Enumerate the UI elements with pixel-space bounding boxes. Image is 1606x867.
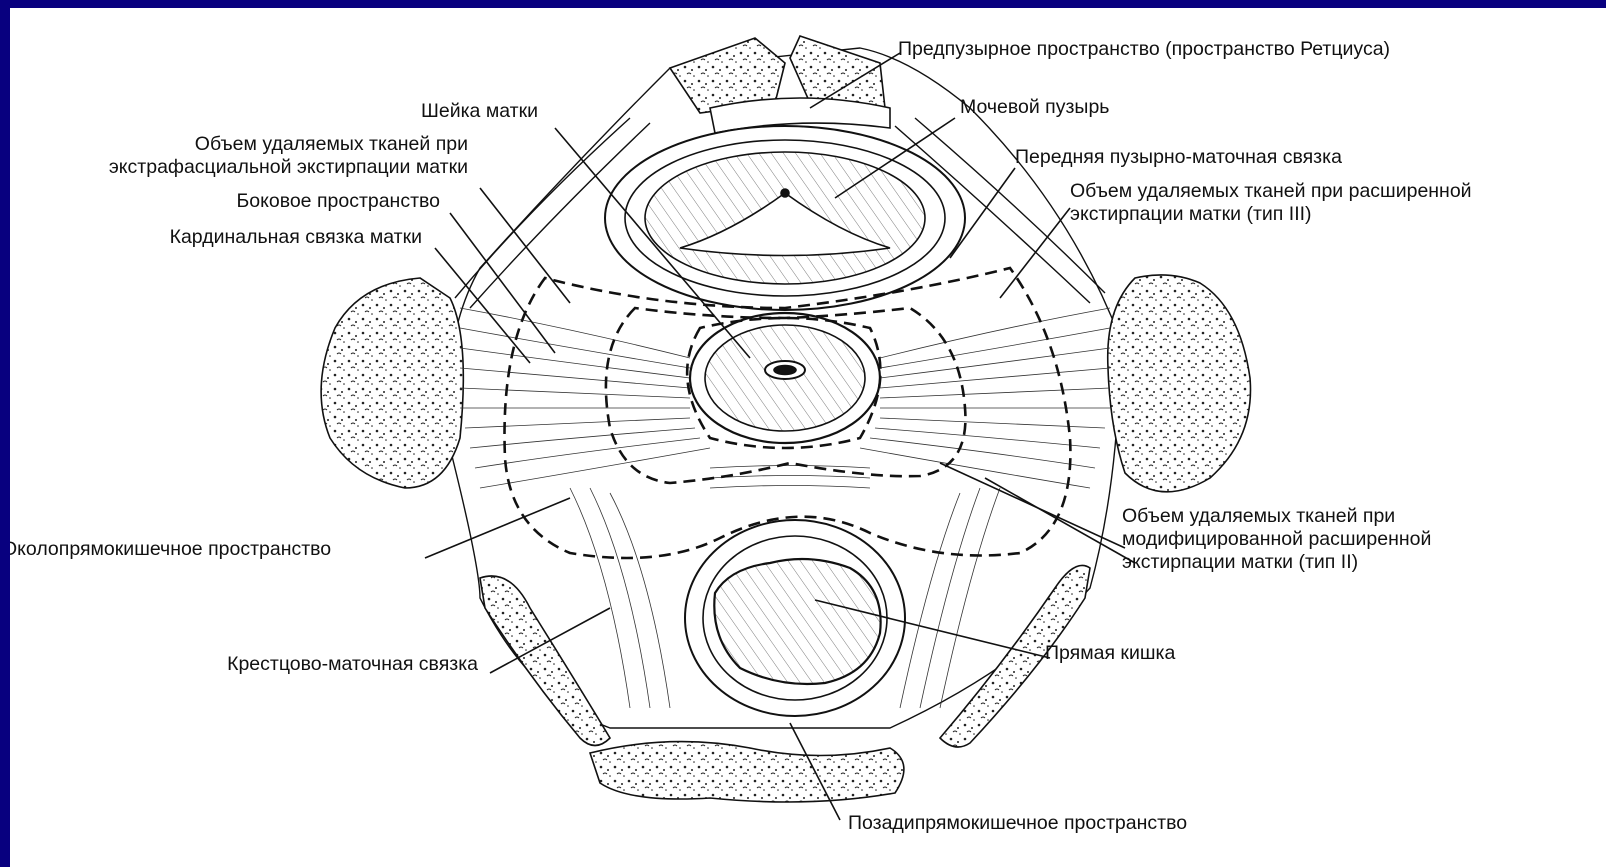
label-retrorectal-space: Позадипрямокишечное пространство [848, 812, 1187, 835]
label-retzius-space: Предпузырное пространство (пространство … [898, 38, 1390, 61]
label-cardinal-ligament: Кардинальная связка матки [70, 226, 422, 249]
rectum [685, 520, 905, 716]
label-rectum: Прямая кишка [1045, 642, 1175, 665]
left-iliac-bone [321, 278, 463, 488]
label-bladder: Мочевой пузырь [960, 96, 1109, 119]
label-extrafascial-volume: Объем удаляемых тканей при экстрафасциал… [18, 133, 468, 179]
cervix [690, 313, 880, 443]
label-lateral-space: Боковое пространство [110, 190, 440, 213]
pubic-bone [670, 36, 890, 133]
label-type2-volume: Объем удаляемых тканей при модифицирован… [1122, 505, 1431, 574]
label-cervix: Шейка матки [390, 100, 538, 123]
slide-canvas: Предпузырное пространство (пространство … [10, 8, 1606, 867]
label-type3-volume: Объем удаляемых тканей при расширенной э… [1070, 180, 1472, 226]
bladder [605, 126, 965, 310]
label-pararectal-space: Околопрямокишечное пространство [10, 538, 331, 561]
label-anterior-vesicouterine-ligament: Передняя пузырно-маточная связка [1015, 146, 1342, 169]
label-uterosacral-ligament: Крестцово-маточная связка [140, 653, 478, 676]
right-iliac-bone [1108, 275, 1251, 492]
